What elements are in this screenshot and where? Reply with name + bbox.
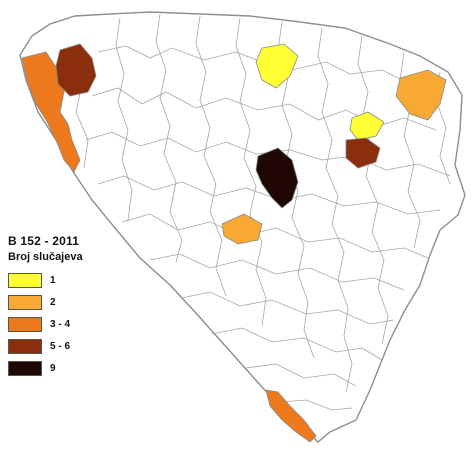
region-north-central bbox=[255, 43, 299, 89]
legend-swatch bbox=[8, 360, 42, 376]
legend-title: B 152 - 2011 bbox=[8, 234, 80, 248]
map-legend: B 152 - 2011 Broj slučajeva 1 2 3 - 4 5 … bbox=[8, 234, 148, 379]
legend-label: 5 - 6 bbox=[50, 340, 71, 352]
region-northeast bbox=[395, 69, 447, 121]
legend-swatch bbox=[8, 338, 42, 354]
legend-swatch bbox=[8, 294, 42, 310]
region-central-west bbox=[221, 213, 263, 245]
legend-label: 1 bbox=[50, 274, 56, 286]
legend-label: 3 - 4 bbox=[50, 318, 71, 330]
region-northeast-2 bbox=[345, 137, 381, 169]
region-central bbox=[255, 147, 299, 209]
legend-swatch bbox=[8, 272, 42, 288]
region-northwest bbox=[55, 43, 97, 97]
legend-item: 9 bbox=[8, 357, 148, 379]
legend-item: 1 bbox=[8, 269, 148, 291]
region-south-coast-strip bbox=[265, 389, 317, 443]
legend-label: 2 bbox=[50, 296, 56, 308]
legend-item: 3 - 4 bbox=[8, 313, 148, 335]
legend-label: 9 bbox=[50, 362, 56, 374]
legend-subtitle: Broj slučajeva bbox=[8, 251, 83, 263]
legend-item: 2 bbox=[8, 291, 148, 313]
choropleth-regions bbox=[21, 43, 447, 443]
region-northeast-small bbox=[349, 111, 385, 141]
legend-swatch bbox=[8, 316, 42, 332]
legend-item: 5 - 6 bbox=[8, 335, 148, 357]
